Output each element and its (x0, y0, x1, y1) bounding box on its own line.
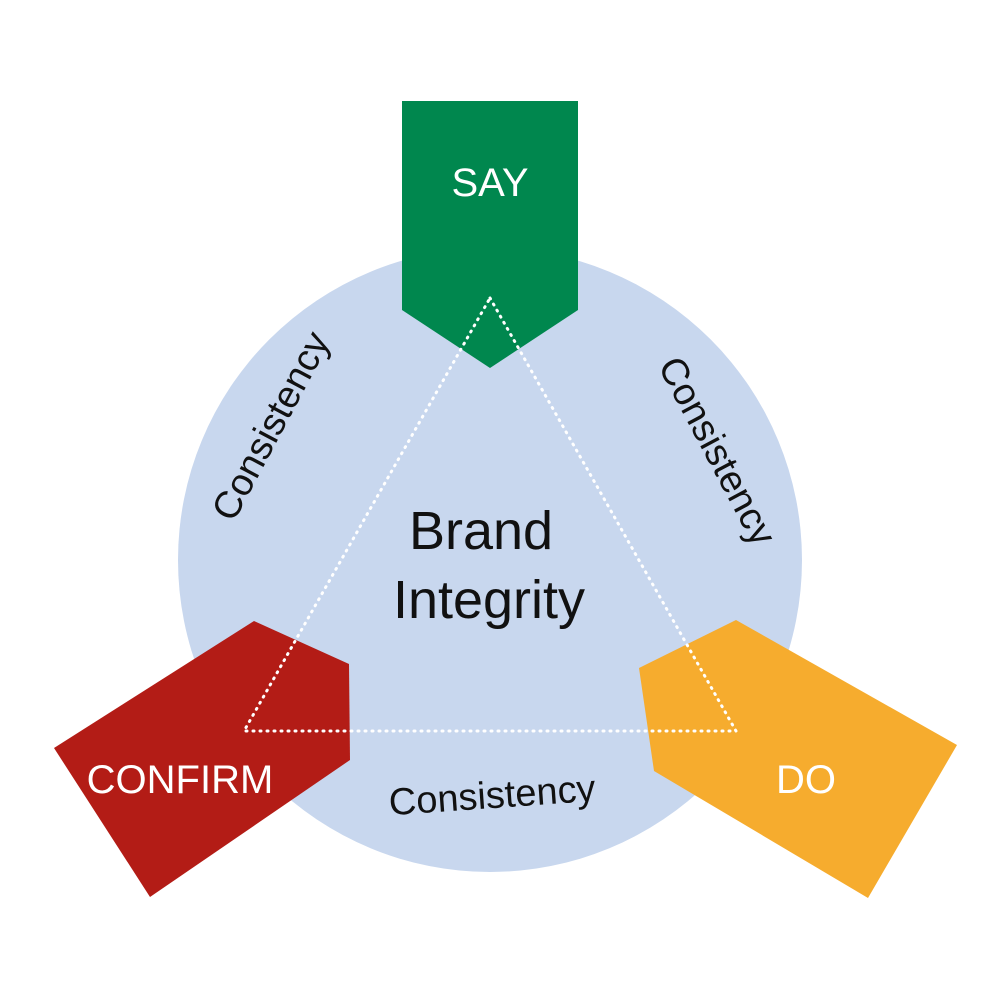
do-shape (639, 620, 957, 898)
say-label: SAY (451, 161, 528, 205)
center-title-line1: Brand (409, 501, 553, 561)
confirm-label: CONFIRM (87, 758, 274, 802)
dotted-triangle (242, 296, 738, 733)
do-label: DO (776, 758, 836, 802)
say-shape (402, 101, 578, 368)
center-title-line2: Integrity (393, 570, 585, 630)
confirm-shape (54, 621, 350, 897)
